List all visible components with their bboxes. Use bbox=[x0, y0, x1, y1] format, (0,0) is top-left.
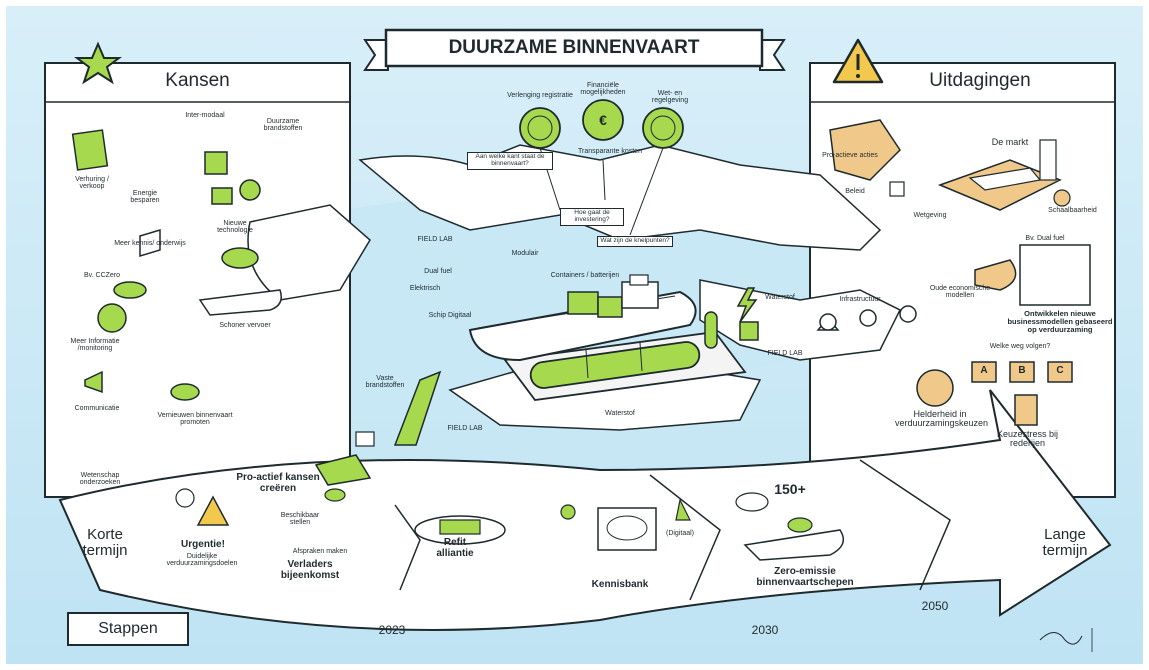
timeline-arrow bbox=[58, 389, 1112, 631]
fieldlab-2: FIELD LAB bbox=[767, 350, 803, 357]
uit-businessmodellen: Ontwikkelen nieuwe businessmodellen geba… bbox=[1007, 309, 1113, 334]
center-modulair: Modulair bbox=[511, 250, 539, 257]
center-elektrisch: Elektrisch bbox=[409, 285, 441, 292]
center-dualfuel: Dual fuel bbox=[424, 268, 452, 275]
choice-boxes bbox=[971, 361, 1073, 383]
charging-icon bbox=[736, 287, 759, 341]
center-infrastructuur: Infrastructuur bbox=[839, 296, 881, 303]
kans-brandstoffen: Duurzame brandstoffen bbox=[263, 118, 303, 133]
center-containers: Containers / batterijen bbox=[550, 272, 620, 279]
center-schip: Schip Digitaal bbox=[428, 312, 472, 319]
signature bbox=[1039, 632, 1083, 645]
sign-binnenvaart: Aan welke kant staat de binnenvaart? bbox=[467, 152, 553, 170]
step-urgentie: Urgentie! bbox=[181, 539, 225, 550]
sign-knelpunten: Wat zijn de knelpunten? bbox=[597, 236, 673, 247]
uit-schaal: Schaalbaarheid bbox=[1048, 207, 1097, 214]
uit-markt: De markt bbox=[991, 137, 1029, 147]
step-kennisbank: Kennisbank bbox=[591, 579, 649, 590]
center-financieel: Financiële mogelijkheden bbox=[580, 82, 626, 97]
year-2050: 2050 bbox=[921, 599, 949, 613]
step-digitaal: (Digitaal) bbox=[665, 530, 694, 537]
uit-oude-modellen: Oude economische modellen bbox=[929, 285, 991, 300]
page-title: DUURZAME BINNENVAART bbox=[448, 37, 700, 58]
center-vaste: Vaste brandstoffen bbox=[365, 375, 405, 390]
land-left bbox=[247, 204, 371, 301]
kans-kennis: Meer kennis/ onderwijs bbox=[114, 240, 186, 247]
fieldlab-3: FIELD LAB bbox=[447, 425, 483, 432]
kans-communicatie: Communicatie bbox=[74, 405, 120, 412]
warning-icon bbox=[832, 38, 884, 84]
lange-termijn-label: Lange termijn bbox=[1042, 526, 1088, 559]
step-beschikbaar: Beschikbaar stellen bbox=[280, 512, 320, 527]
korte-termijn-label: Korte termijn bbox=[82, 526, 128, 559]
star-icon bbox=[74, 41, 122, 85]
uit-weg: Welke weg volgen? bbox=[989, 343, 1051, 350]
kansen-title: Kansen bbox=[165, 70, 230, 91]
step-proactief: Pro-actief kansen creëren bbox=[236, 472, 320, 494]
choice-a: A bbox=[980, 365, 988, 376]
cargo-ship bbox=[468, 274, 697, 362]
kans-technologie: Nieuwe technologie bbox=[217, 220, 253, 235]
svg-text:€: € bbox=[599, 112, 607, 128]
uit-proactief: Pro-actieve acties bbox=[822, 152, 878, 159]
hydrogen-tank bbox=[529, 341, 701, 389]
step-refit: Refit alliantie bbox=[436, 537, 474, 559]
year-2023: 2023 bbox=[378, 623, 406, 637]
year-2030: 2030 bbox=[751, 623, 779, 637]
coins: € bbox=[519, 99, 684, 149]
title-ribbon bbox=[363, 28, 786, 71]
center-wetgeving: Wet- en regelgeving bbox=[651, 90, 689, 105]
uit-helderheid: Helderheid in verduurzamingskeuzen bbox=[895, 409, 989, 429]
uitdagingen-title: Uitdagingen bbox=[929, 70, 1031, 91]
stappen-box bbox=[67, 612, 189, 646]
kans-intermodaal: Inter-modaal bbox=[185, 112, 225, 119]
step-icons bbox=[175, 431, 845, 561]
uitdagingen-icons bbox=[829, 119, 1091, 426]
kans-verhuring: Verhuring / verkoop bbox=[75, 176, 109, 191]
choice-b: B bbox=[1018, 365, 1026, 376]
center-waterstof-2: Waterstof bbox=[605, 410, 635, 417]
kans-cczero: Bv. CCZero bbox=[83, 272, 121, 279]
stappen-label: Stappen bbox=[98, 620, 158, 637]
kans-monitoring: Meer Informatie /monitoring bbox=[70, 338, 120, 353]
kans-schoner: Schoner vervoer bbox=[219, 322, 271, 329]
step-doelen: Duidelijke verduurzamingsdoelen bbox=[166, 553, 238, 568]
step-150: 150+ bbox=[774, 481, 806, 497]
fieldlab-1: FIELD LAB bbox=[417, 236, 453, 243]
tank-tower bbox=[704, 311, 718, 349]
kans-promoten: Vernieuwen binnenvaart promoten bbox=[157, 412, 233, 427]
uit-dualfuel: Bv. Dual fuel bbox=[1025, 235, 1065, 242]
uit-beleid: Beleid bbox=[845, 188, 865, 195]
location-pins bbox=[816, 305, 917, 331]
center-waterstof-1: Waterstof bbox=[765, 294, 795, 301]
sign-investering: Hoe gaat de investering? bbox=[560, 208, 624, 226]
kans-wetenschap: Wetenschap onderzoeken bbox=[79, 472, 121, 487]
kans-energie: Energie besparen bbox=[130, 190, 160, 205]
choice-c: C bbox=[1056, 365, 1064, 376]
kansen-icons bbox=[71, 129, 282, 401]
step-verladers: Verladers bijeenkomst bbox=[280, 559, 340, 581]
center-kosten: Transparante kosten bbox=[578, 148, 642, 155]
center-registratie: Verlenging registratie bbox=[507, 92, 573, 99]
uit-wetgeving: Wetgeving bbox=[913, 212, 947, 219]
green-strip bbox=[393, 370, 442, 446]
uit-keuzestress: Keuzestress bij rederijen bbox=[996, 429, 1059, 449]
step-afspraken: Afspraken maken bbox=[292, 548, 348, 555]
step-zero-emissie: Zero-emissie binnenvaartschepen bbox=[756, 566, 854, 588]
